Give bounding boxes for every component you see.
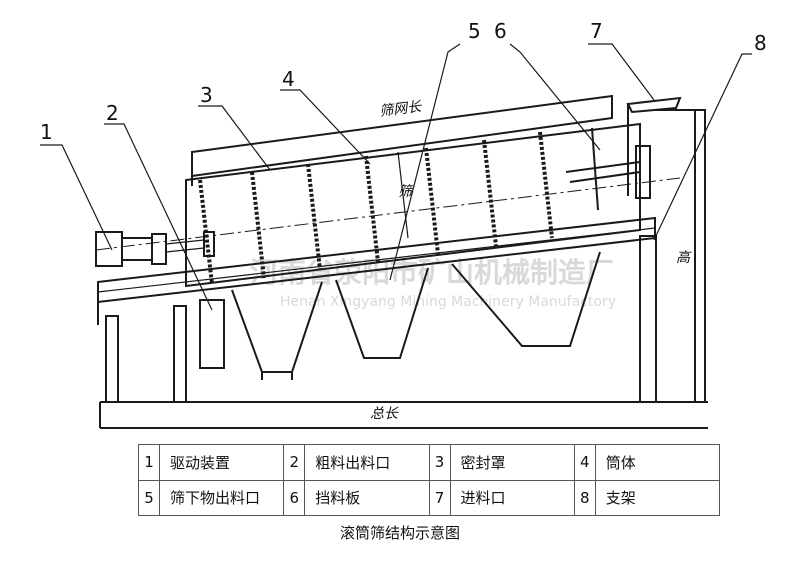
callout-numbers: 1 2 3 4 5 6 7 8 bbox=[40, 19, 767, 144]
callout-5: 5 bbox=[468, 19, 481, 43]
legend-row: 5 筛下物出料口 6 挡料板 7 进料口 8 支架 bbox=[138, 479, 721, 516]
coarse-outlet bbox=[199, 299, 225, 369]
legend-num: 7 bbox=[428, 479, 451, 516]
legend-num: 6 bbox=[283, 479, 306, 516]
trommel-screen-diagram: 河南省荥阳市矿山机械制造厂 Henan Xingyang Mining Mach… bbox=[40, 19, 767, 429]
legend-label: 筛下物出料口 bbox=[158, 479, 285, 516]
legend-num: 4 bbox=[573, 444, 596, 481]
legend-num: 3 bbox=[428, 444, 451, 481]
callout-leaders bbox=[40, 43, 752, 311]
legend-label: 挡料板 bbox=[304, 479, 430, 516]
base bbox=[99, 401, 708, 429]
height-label: 高 bbox=[676, 250, 692, 266]
watermark-cn: 河南省荥阳市矿山机械制造厂 bbox=[250, 256, 614, 289]
legend-label: 密封罩 bbox=[449, 444, 575, 481]
legend-label: 筒体 bbox=[594, 444, 721, 481]
callout-7: 7 bbox=[590, 19, 603, 43]
feed-inlet bbox=[626, 96, 682, 199]
callout-3: 3 bbox=[200, 83, 213, 107]
callout-8: 8 bbox=[754, 31, 767, 55]
legend-label: 进料口 bbox=[449, 479, 575, 516]
drive-unit bbox=[95, 231, 215, 267]
watermark: 河南省荥阳市矿山机械制造厂 Henan Xingyang Mining Mach… bbox=[250, 256, 616, 310]
callout-4: 4 bbox=[282, 67, 295, 91]
legend-num: 5 bbox=[138, 479, 160, 516]
screen-length-label: 筛网长 bbox=[379, 99, 424, 120]
sealing-cover bbox=[191, 94, 613, 186]
callout-1: 1 bbox=[40, 120, 53, 144]
legend-num: 8 bbox=[573, 479, 596, 516]
hopper-mark: 筛 bbox=[398, 184, 414, 200]
legend-row: 1 驱动装置 2 粗料出料口 3 密封罩 4 筒体 bbox=[138, 444, 721, 481]
callout-6: 6 bbox=[494, 19, 507, 43]
callout-2: 2 bbox=[106, 101, 119, 125]
watermark-en: Henan Xingyang Mining Machinery Manufact… bbox=[280, 294, 616, 310]
parts-legend: 1 驱动装置 2 粗料出料口 3 密封罩 4 筒体 5 筛下物出料口 6 挡料板… bbox=[138, 444, 721, 516]
legend-num: 2 bbox=[283, 444, 306, 481]
undersize-hoppers bbox=[231, 251, 601, 380]
legend-label: 驱动装置 bbox=[158, 444, 285, 481]
drum-body bbox=[95, 122, 681, 288]
total-length-label: 总长 bbox=[370, 406, 399, 422]
legend-num: 1 bbox=[138, 444, 160, 481]
legend-label: 支架 bbox=[594, 479, 721, 516]
figure-caption: 滚筒筛结构示意图 bbox=[339, 524, 460, 542]
dimensions: 筛网长 总长 高 筛 bbox=[370, 99, 692, 422]
legend-label: 粗料出料口 bbox=[304, 444, 430, 481]
